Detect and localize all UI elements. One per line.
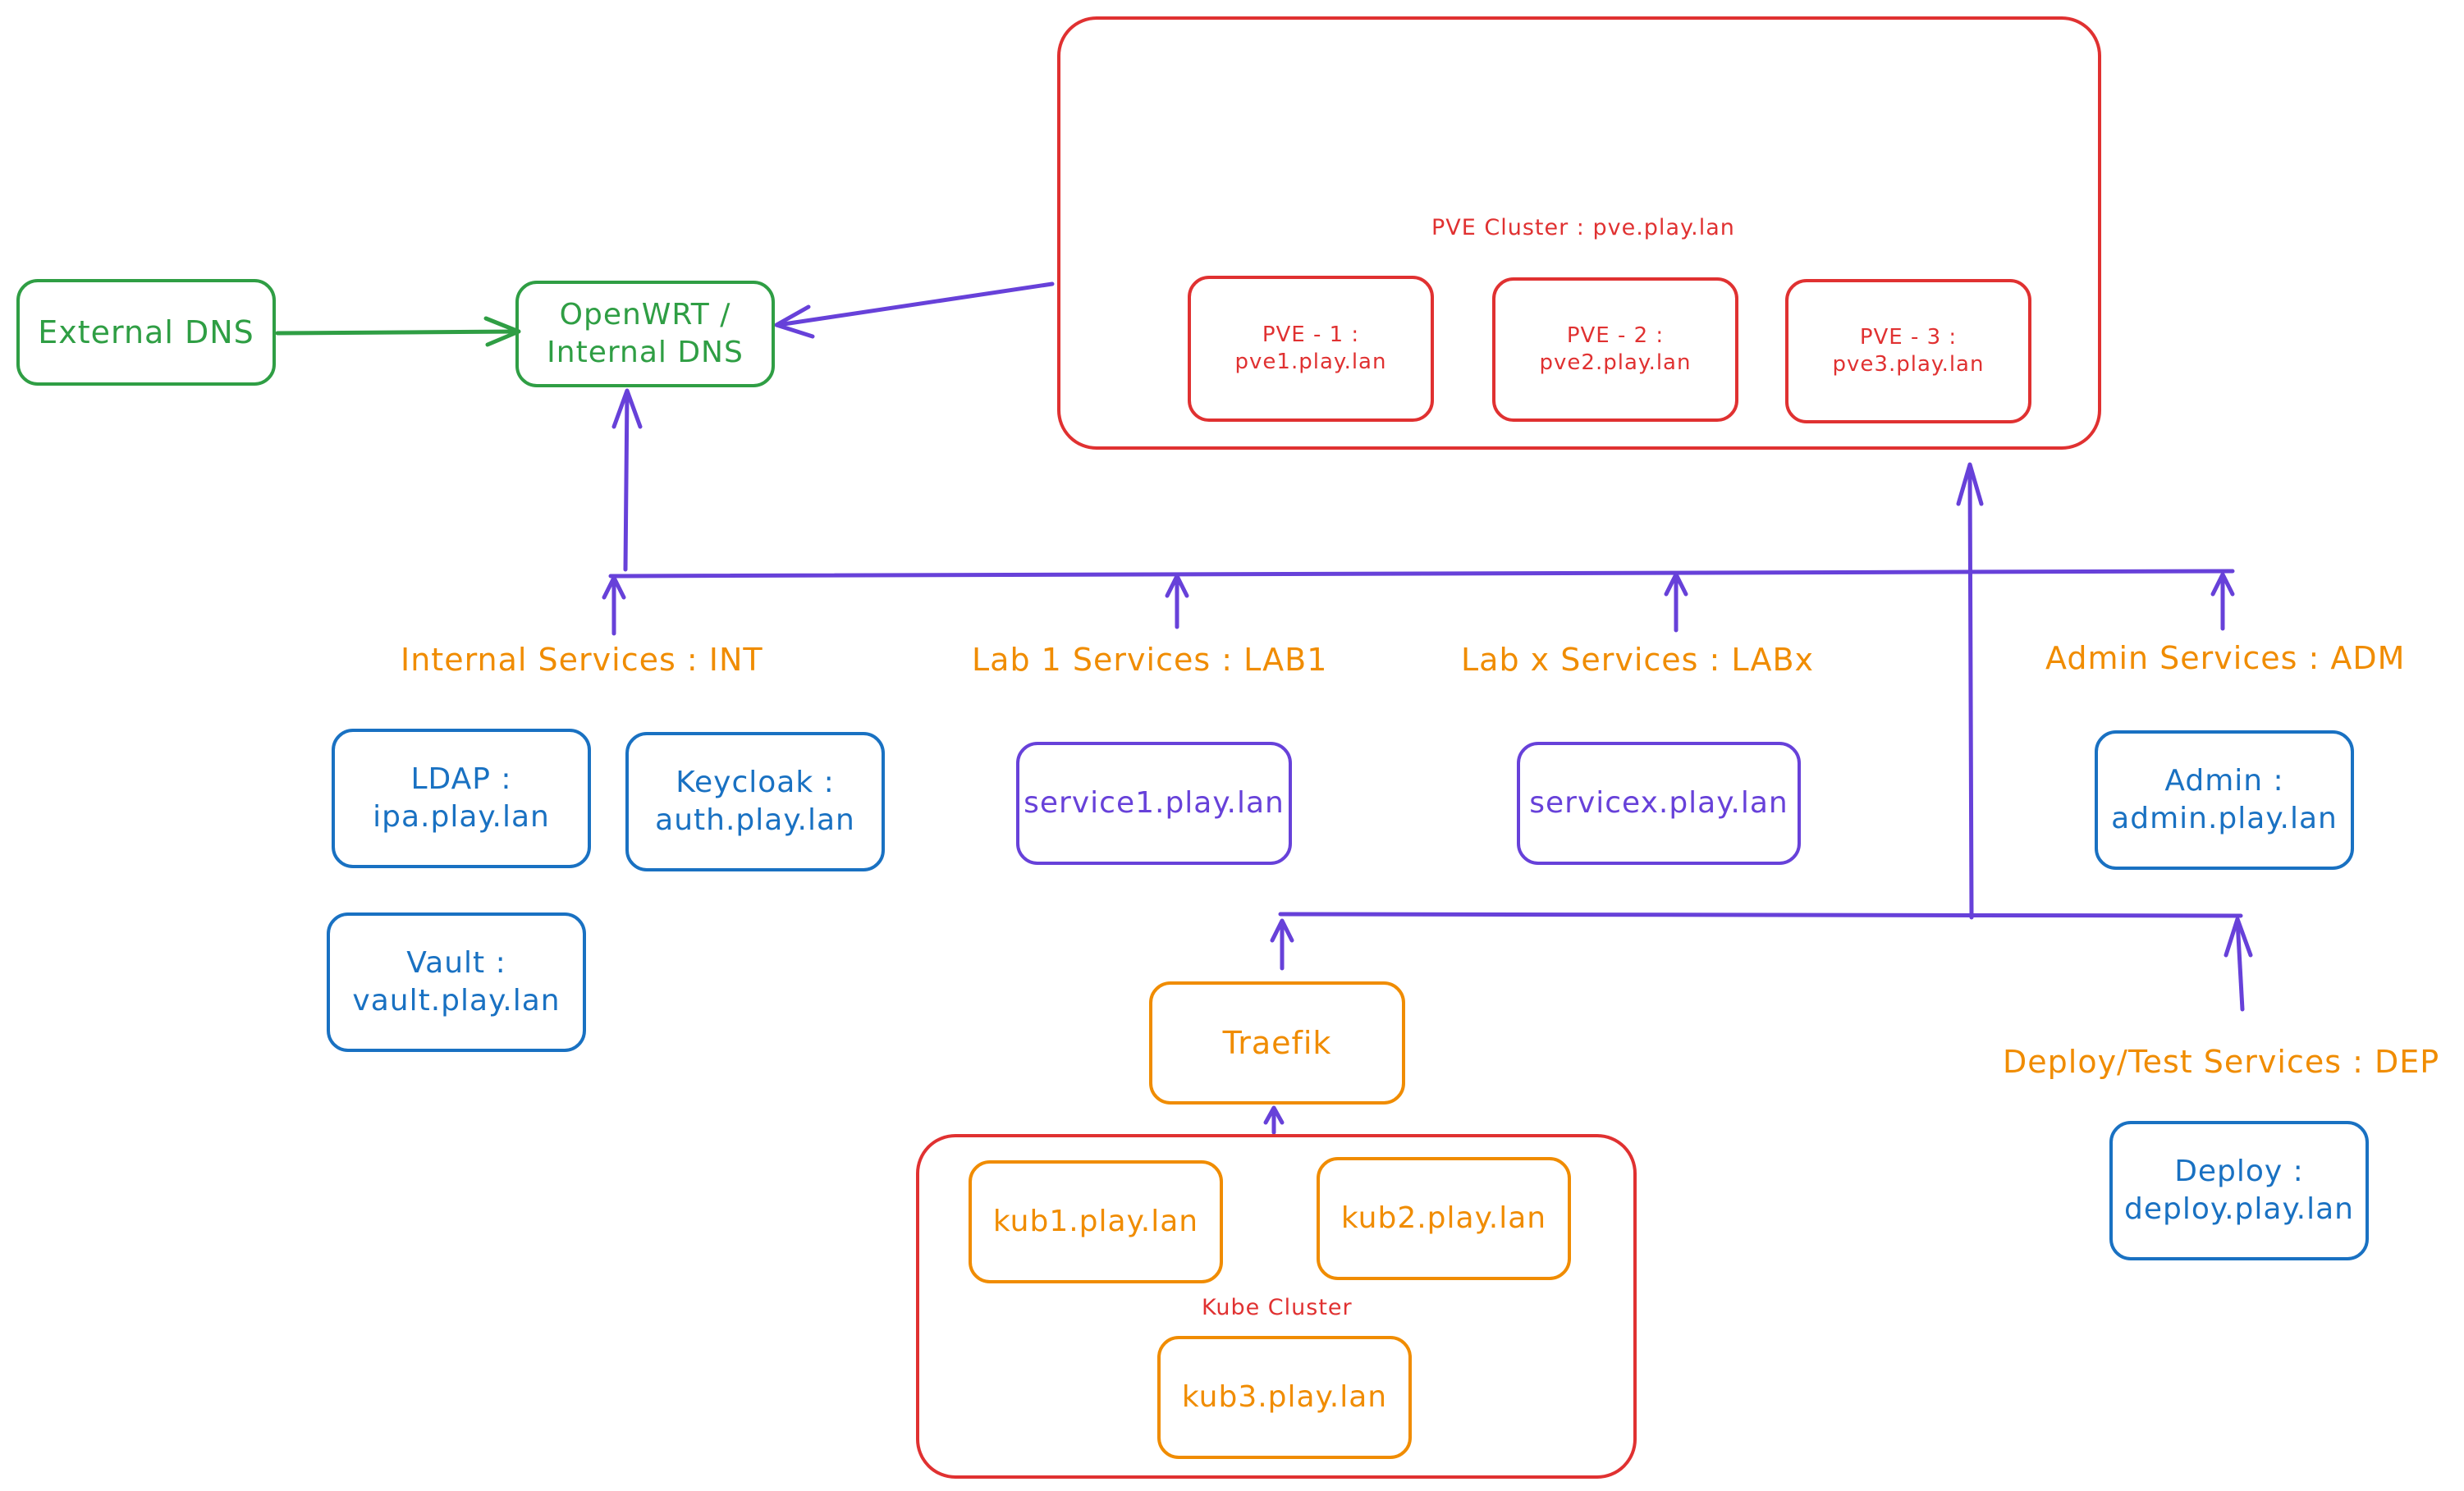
deploy-label: Deploy : deploy.play.lan bbox=[2124, 1154, 2354, 1226]
group-label-lab1: Lab 1 Services : LAB1 bbox=[972, 642, 1328, 678]
arrow-dep-to-bus bbox=[2224, 917, 2253, 1012]
kube-cluster-label: Kube Cluster bbox=[1202, 1295, 1353, 1320]
keycloak-label: Keycloak : auth.play.lan bbox=[655, 765, 855, 837]
kube-node-1: kub1.play.lan bbox=[969, 1160, 1223, 1283]
upper-bus-line bbox=[608, 569, 2235, 579]
admin-node: Admin : admin.play.lan bbox=[2095, 730, 2354, 870]
arrow-labx-to-bus bbox=[1664, 572, 1688, 633]
arrow-traefik-to-bus bbox=[1270, 918, 1294, 971]
arrow-lower-bus-to-pve bbox=[1956, 462, 1984, 920]
internal-dns-label: OpenWRT / Internal DNS bbox=[547, 297, 744, 369]
group-label-int: Internal Services : INT bbox=[401, 642, 763, 678]
arrow-external-to-internal-dns bbox=[275, 316, 521, 347]
pve-node-3-label: PVE - 3 : pve3.play.lan bbox=[1832, 324, 1985, 377]
group-label-adm: Admin Services : ADM bbox=[2045, 640, 2406, 676]
group-label-labx: Lab x Services : LABx bbox=[1461, 642, 1815, 678]
kube-node-3-label: kub3.play.lan bbox=[1181, 1379, 1388, 1414]
kube-cluster-container bbox=[916, 1134, 1637, 1479]
pve-node-1: PVE - 1 : pve1.play.lan bbox=[1188, 276, 1434, 422]
pve-node-2: PVE - 2 : pve2.play.lan bbox=[1492, 277, 1738, 422]
admin-label: Admin : admin.play.lan bbox=[2111, 763, 2338, 835]
servicex-label: servicex.play.lan bbox=[1529, 785, 1788, 820]
group-label-dep: Deploy/Test Services : DEP bbox=[2003, 1044, 2440, 1080]
vault-node: Vault : vault.play.lan bbox=[327, 912, 586, 1052]
arrow-adm-to-bus bbox=[2210, 572, 2235, 631]
arrow-int-to-bus bbox=[602, 575, 626, 636]
keycloak-node: Keycloak : auth.play.lan bbox=[625, 732, 885, 871]
arrow-kube-to-traefik bbox=[1263, 1105, 1285, 1135]
kube-node-2: kub2.play.lan bbox=[1317, 1157, 1571, 1280]
service1-label: service1.play.lan bbox=[1024, 785, 1285, 820]
lower-bus-line bbox=[1278, 912, 2243, 918]
pve-node-2-label: PVE - 2 : pve2.play.lan bbox=[1539, 322, 1692, 375]
external-dns-label: External DNS bbox=[38, 313, 254, 350]
pve-node-1-label: PVE - 1 : pve1.play.lan bbox=[1234, 322, 1387, 374]
vault-label: Vault : vault.play.lan bbox=[352, 945, 561, 1018]
pve-node-3: PVE - 3 : pve3.play.lan bbox=[1785, 279, 2031, 423]
kube-node-3: kub3.play.lan bbox=[1157, 1336, 1412, 1459]
ldap-node: LDAP : ipa.play.lan bbox=[332, 729, 591, 868]
kube-node-1-label: kub1.play.lan bbox=[992, 1204, 1199, 1238]
traefik-node: Traefik bbox=[1149, 981, 1405, 1105]
arrow-bus-to-internal-dns bbox=[611, 388, 643, 572]
kube-node-2-label: kub2.play.lan bbox=[1340, 1201, 1547, 1235]
pve-cluster-label: PVE Cluster : pve.play.lan bbox=[1431, 215, 1735, 240]
external-dns-node: External DNS bbox=[16, 279, 276, 386]
arrow-pve-to-internal-dns bbox=[774, 281, 1055, 339]
pve-cluster-container bbox=[1057, 16, 2101, 450]
deploy-node: Deploy : deploy.play.lan bbox=[2109, 1121, 2369, 1260]
arrow-lab1-to-bus bbox=[1165, 574, 1189, 629]
service1-node: service1.play.lan bbox=[1016, 742, 1292, 865]
servicex-node: servicex.play.lan bbox=[1517, 742, 1801, 865]
internal-dns-node: OpenWRT / Internal DNS bbox=[515, 281, 775, 387]
ldap-label: LDAP : ipa.play.lan bbox=[373, 762, 550, 834]
traefik-label: Traefik bbox=[1222, 1024, 1332, 1061]
